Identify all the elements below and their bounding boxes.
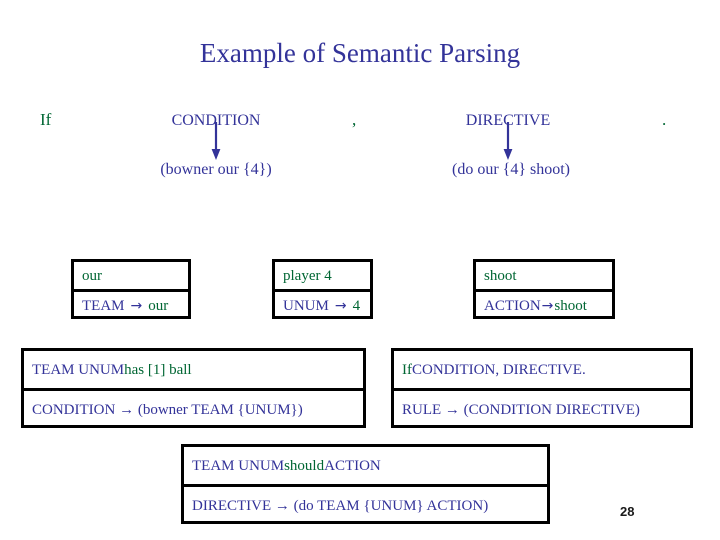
grammar-phrase: If CONDITION, DIRECTIVE. xyxy=(394,351,690,391)
sentence-token-if: If xyxy=(40,110,52,129)
grammar-phrase: TEAM UNUM has [1] ball xyxy=(24,351,363,391)
grammar-phrase-green: If xyxy=(402,361,412,378)
sentence-token-period: . xyxy=(662,110,667,129)
rightwards-arrow-icon: → xyxy=(334,297,347,314)
lexicon-box-our: our TEAM → our xyxy=(71,259,191,319)
grammar-box-condition: TEAM UNUM has [1] ball CONDITION → (bown… xyxy=(21,348,366,428)
meaning-representation-condition: (bowner our {4}) xyxy=(160,161,272,178)
parse-category-condition: CONDITION xyxy=(171,112,261,129)
grammar-phrase-green: has [1] ball xyxy=(124,361,192,378)
grammar-box-directive: TEAM UNUM should ACTION DIRECTIVE → (do … xyxy=(181,444,550,524)
grammar-phrase-blue-pre: TEAM UNUM xyxy=(192,457,285,474)
rightwards-arrow-icon: → xyxy=(130,297,143,314)
sentence-token-comma: , xyxy=(352,110,357,129)
lexicon-rule-lhs: TEAM xyxy=(82,297,125,314)
lexicon-rule-rhs: 4 xyxy=(352,297,361,314)
grammar-rule: DIRECTIVE → (do TEAM {UNUM} ACTION) xyxy=(192,497,489,514)
down-arrow-icon xyxy=(211,122,221,160)
page-number: 28 xyxy=(620,504,635,519)
grammar-phrase-blue: CONDITION, DIRECTIVE. xyxy=(412,361,586,378)
grammar-phrase-blue: TEAM UNUM xyxy=(32,361,125,378)
grammar-box-rule: If CONDITION, DIRECTIVE. RULE → (CONDITI… xyxy=(391,348,693,428)
down-arrow-icon xyxy=(503,122,513,160)
grammar-rule: CONDITION → (bowner TEAM {UNUM}) xyxy=(32,401,303,418)
lexicon-box-player4: player 4 UNUM → 4 xyxy=(272,259,373,319)
parse-category-directive: DIRECTIVE xyxy=(465,112,551,129)
lexicon-phrase: shoot xyxy=(476,262,612,292)
lexicon-phrase: our xyxy=(74,262,188,292)
rightwards-arrow-icon: → xyxy=(541,297,554,314)
lexicon-rule-lhs: UNUM xyxy=(283,297,329,314)
page-title: Example of Semantic Parsing xyxy=(199,38,521,68)
lexicon-rule-rhs: our xyxy=(148,297,169,314)
lexicon-rule: TEAM → our xyxy=(74,292,188,319)
grammar-phrase-blue-post: ACTION xyxy=(324,457,381,474)
lexicon-box-shoot: shoot ACTION → shoot xyxy=(473,259,615,319)
lexicon-rule: UNUM → 4 xyxy=(275,292,370,319)
lexicon-phrase: player 4 xyxy=(275,262,370,292)
grammar-phrase: TEAM UNUM should ACTION xyxy=(184,447,547,487)
lexicon-rule: ACTION → shoot xyxy=(476,292,612,319)
grammar-phrase-green: should xyxy=(284,457,325,474)
lexicon-rule-rhs: shoot xyxy=(554,297,587,314)
meaning-representation-directive: (do our {4} shoot) xyxy=(451,161,570,178)
lexicon-rule-lhs: ACTION xyxy=(484,297,541,314)
grammar-rule: RULE → (CONDITION DIRECTIVE) xyxy=(402,401,640,418)
